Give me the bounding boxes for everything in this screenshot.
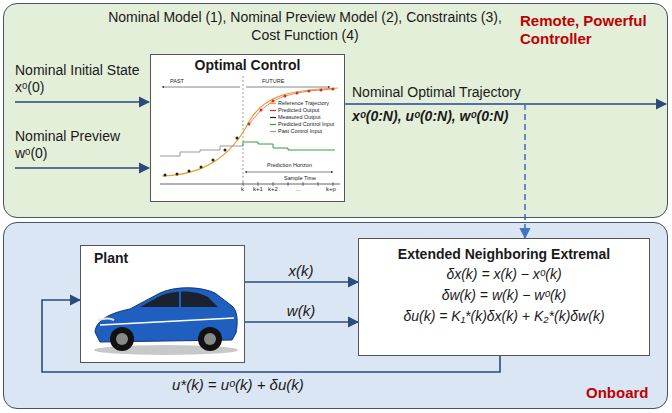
mpc-plot: [160, 76, 340, 186]
box-title: Extended Neighboring Extremal: [365, 244, 643, 264]
plot-legend: Predicted Output: [278, 107, 319, 114]
input-label: Nominal Preview wᵒ(0): [15, 128, 143, 162]
signal-connector: [245, 281, 358, 283]
signal-connector: [245, 321, 358, 323]
mpc-plot: [320, 89, 323, 92]
car-illustration: [198, 327, 222, 351]
mpc-plot: [224, 149, 227, 152]
controller-panel: Nominal Model (1), Nominal Preview Model…: [3, 3, 668, 218]
mpc-plot: [270, 117, 276, 118]
signal-arrow: [15, 102, 666, 168]
box-title: Optimal Control: [150, 57, 345, 75]
equation: δx(k) = x(k) − xᵒ(k): [365, 264, 643, 285]
mpc-plot: [212, 159, 215, 162]
signal-label: u*(k) = uᵒ(k) + δu(k): [170, 376, 306, 394]
mpc-plot: [249, 89, 333, 124]
plot-legend: Past Control Input: [278, 128, 322, 135]
plot-label: FUTURE: [262, 78, 284, 85]
extremal-box: Extended Neighboring Extremalδx(k) = x(k…: [358, 238, 650, 356]
plot-legend: Measured Output: [278, 114, 321, 121]
signal-label: x(k): [287, 262, 316, 280]
tick-label: k: [241, 186, 244, 193]
mpc-plot: [303, 182, 304, 186]
mpc-plot: [248, 88, 335, 126]
panel-fill: [3, 222, 668, 409]
mpc-plot: [270, 124, 276, 125]
plot-legend: Predicted Control Input: [278, 121, 334, 128]
signal-label: w(k): [285, 302, 317, 320]
panel-tag: Onboard: [586, 384, 664, 402]
mpc-plot: [243, 182, 333, 186]
signal-arrow: [15, 167, 149, 169]
panel-tag: Remote, Powerful Controller: [520, 12, 665, 48]
car-illustration: [100, 318, 234, 325]
car-illustration: [110, 327, 134, 351]
tick-label: k+2: [268, 186, 278, 193]
equation: δw(k) = w(k) − wᵒ(k): [365, 285, 643, 306]
output-label: Nominal Optimal Trajectory: [352, 84, 521, 101]
panel-fill: [3, 3, 668, 409]
mpc-plot: [308, 90, 311, 93]
signal-arrow: [15, 101, 149, 103]
mpc-plot: [318, 182, 319, 186]
mpc-plot: [333, 182, 334, 186]
box-title: Plant: [94, 250, 214, 268]
mpc-plot: [200, 166, 203, 169]
mpc-plot: [260, 109, 263, 112]
mpc-plot: [160, 184, 340, 185]
car-illustration: [204, 333, 216, 345]
mpc-plot: [162, 88, 338, 176]
mpc-plot: [272, 100, 275, 103]
car-illustration: [140, 291, 218, 307]
plot-label: Sample Time: [284, 175, 316, 182]
plot-label: Prediction Horizon: [267, 162, 312, 169]
trajectory-formula: xᵒ(0:N), uᵒ(0:N), wᵒ(0:N): [350, 108, 510, 125]
input-label: Nominal Initial State xᵒ(0): [15, 62, 143, 96]
mpc-plot: [236, 137, 239, 140]
mpc-plot: [245, 172, 333, 173]
mpc-plot: [176, 173, 179, 176]
mpc-plot: [188, 170, 191, 173]
tick-label: ...: [296, 186, 301, 193]
tick-label: k+1: [253, 186, 263, 193]
panel-fill: [150, 54, 345, 202]
mpc-plot: [270, 110, 276, 111]
mpc-plot: [296, 92, 299, 95]
car-illustration: [94, 288, 238, 355]
tick-label: k+p: [326, 186, 336, 193]
mpc-plot: [332, 88, 335, 91]
plot-legend: Reference Trajectory: [278, 100, 329, 107]
mpc-plot: [162, 87, 240, 88]
mpc-plot: [270, 131, 276, 132]
mpc-plot: [288, 182, 289, 186]
onboard-panel: Onboard Plant Extended Neighboring Extrema…: [3, 222, 668, 409]
mpc-plot: [246, 87, 330, 88]
car-illustration: [116, 333, 128, 345]
plant-box: Plant: [80, 245, 245, 363]
mpc-plot: [258, 182, 259, 186]
panel-fill: [80, 245, 245, 363]
mpc-plot: [243, 76, 244, 184]
car-illustration: [179, 291, 181, 307]
mpc-plot: [248, 123, 251, 126]
mpc-plot: [164, 174, 167, 177]
mpc-plot: [243, 142, 335, 150]
mpc-plot: [273, 182, 274, 186]
mpc-plot: [284, 95, 287, 98]
mpc-plot: [270, 104, 276, 132]
mpc-plot: [160, 146, 243, 156]
plot-label: PAST: [170, 78, 184, 85]
panel-fill: [3, 3, 668, 218]
mpc-plot: [270, 103, 276, 104]
panel-heading: Nominal Model (1), Nominal Preview Model…: [95, 8, 515, 44]
equation: δu(k) = K₁*(k)δx(k) + K₂*(k)δw(k): [365, 306, 643, 327]
car-illustration: [98, 319, 114, 321]
